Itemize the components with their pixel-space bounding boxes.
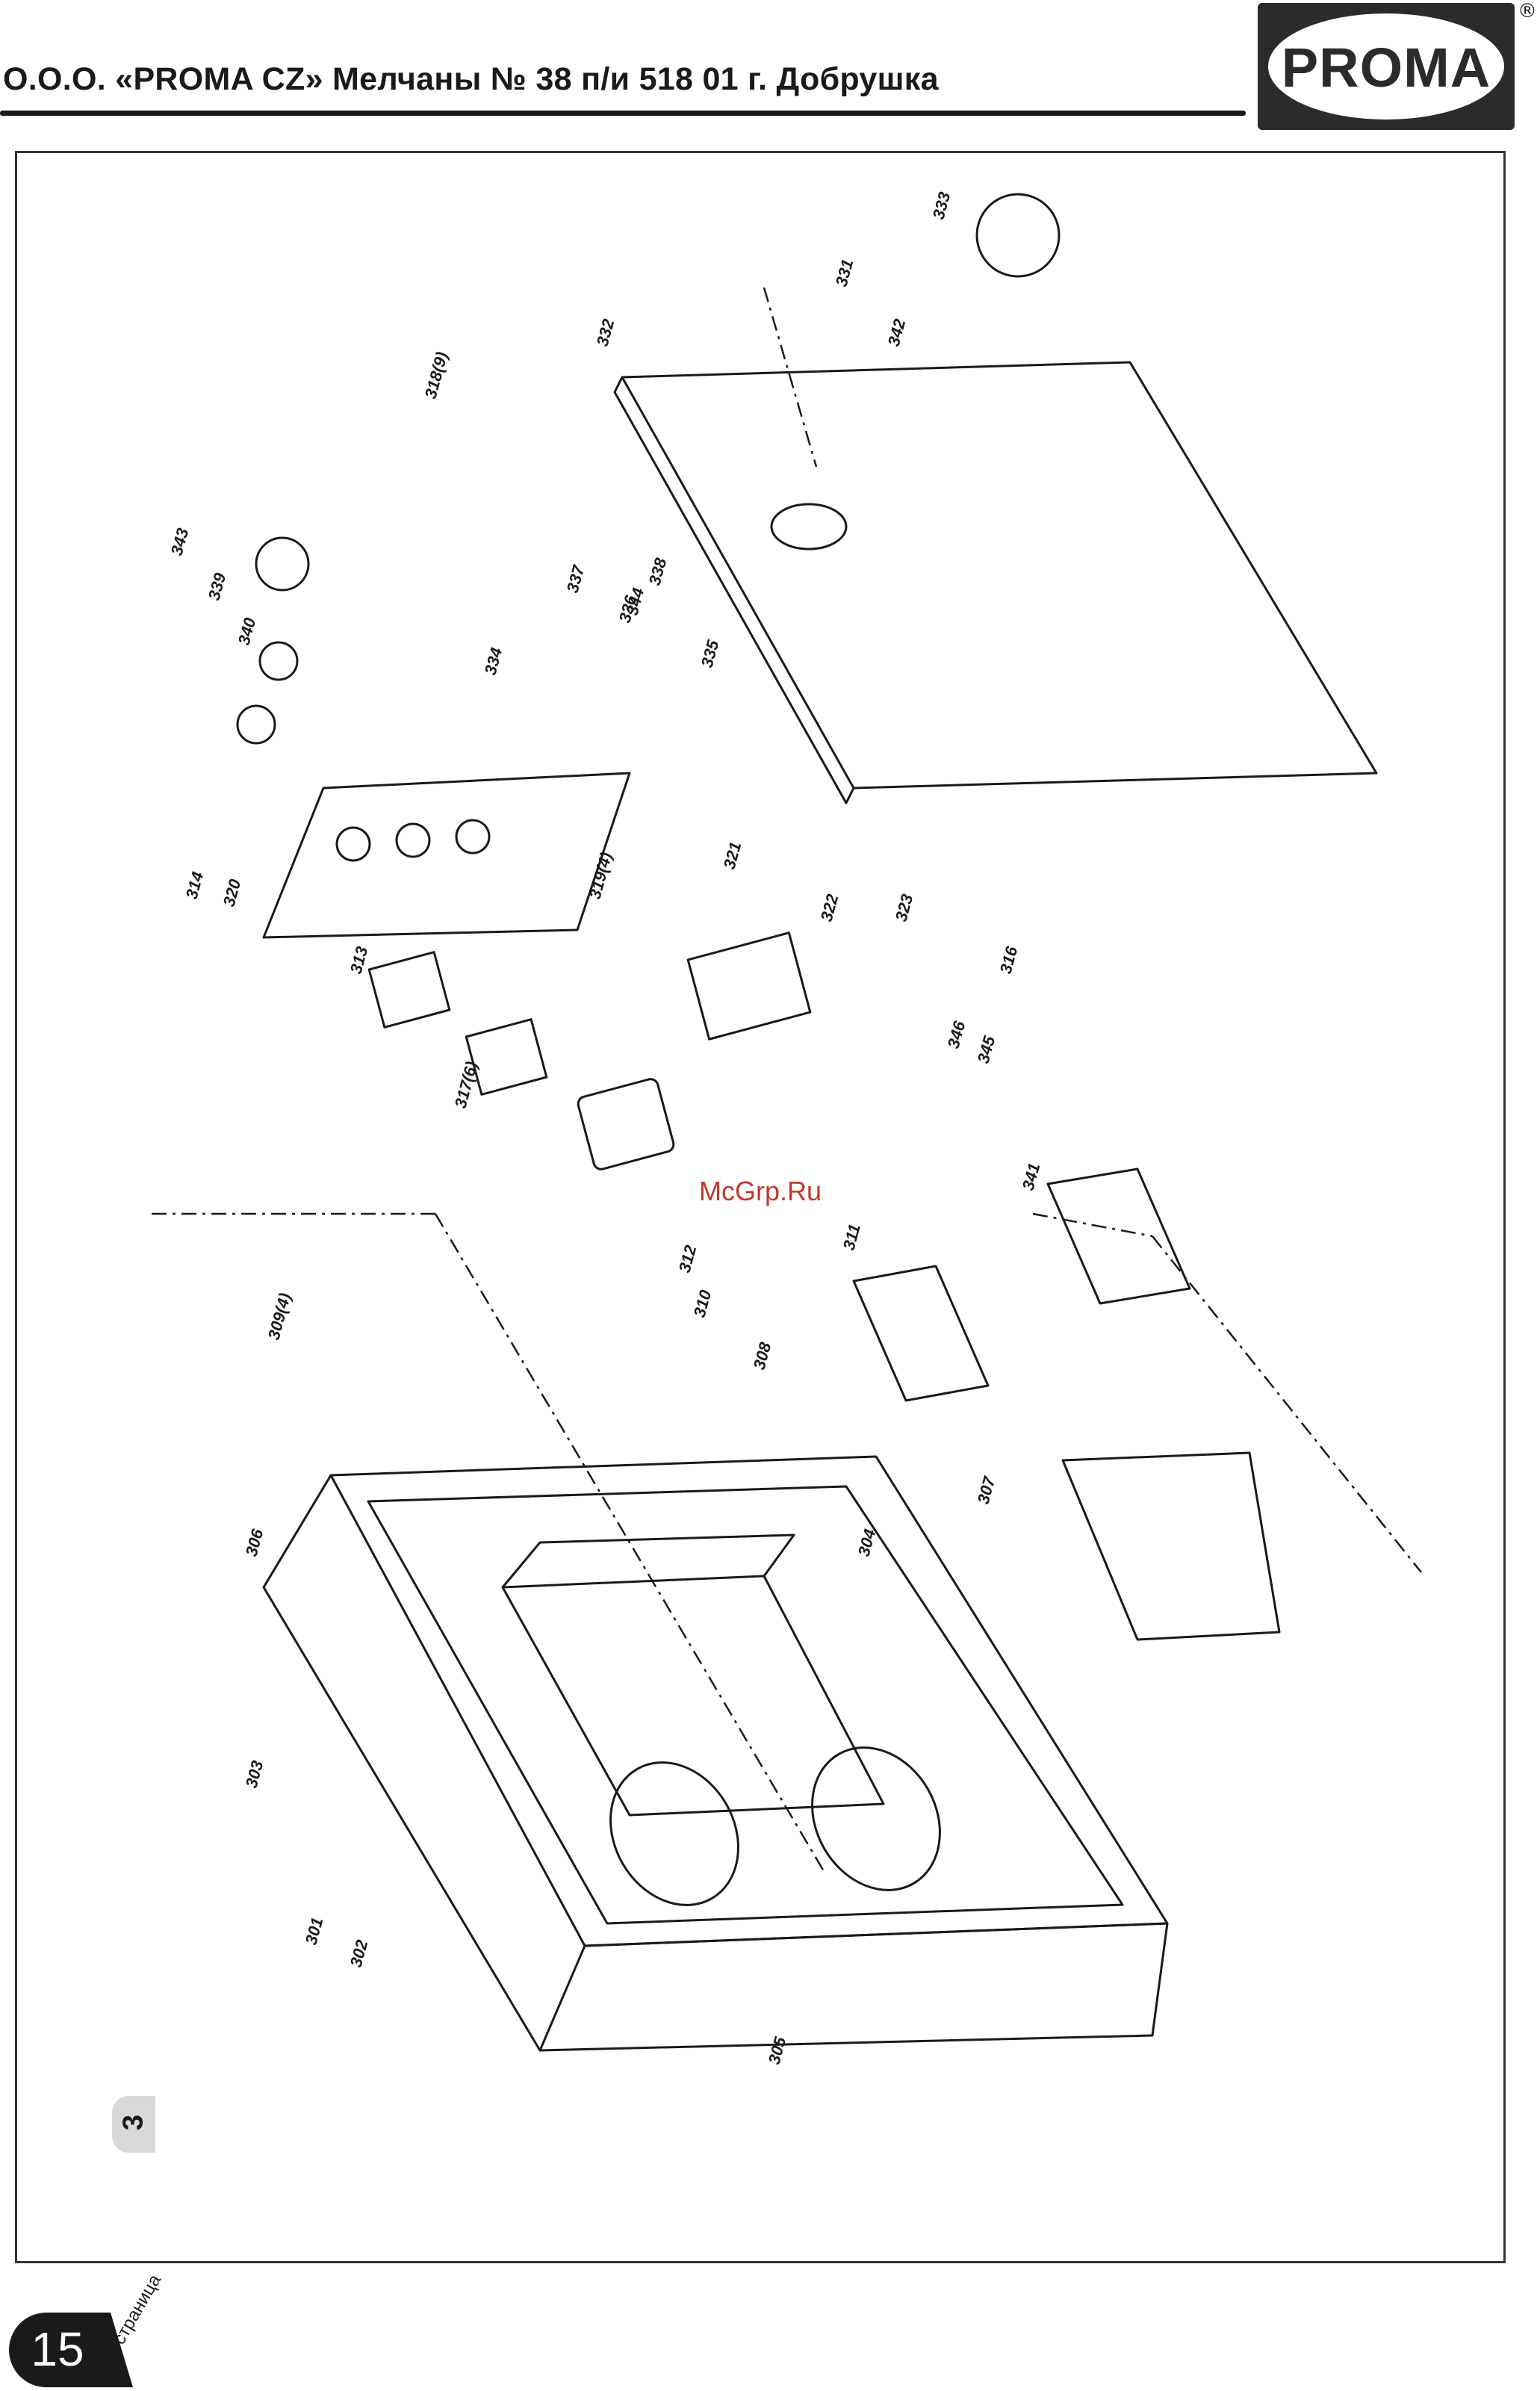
logo-oval: PROMA	[1268, 13, 1504, 120]
part-label: 344	[623, 586, 648, 617]
part-label: 321	[720, 840, 745, 871]
part-label: 334	[481, 645, 506, 677]
diagram-drawing: 301 302 303 304 305 306 307 308 309(4) 310 311 312 3…	[17, 153, 1508, 2266]
section-number: 3	[118, 2104, 150, 2142]
part-label: 317(6)	[451, 1059, 482, 1110]
part-label: 310	[690, 1288, 715, 1320]
motor-housing	[977, 194, 1059, 276]
speaker-hole-left	[586, 1739, 764, 1928]
relay-block	[577, 1077, 675, 1170]
switch-module-2	[466, 1020, 547, 1095]
part-label: 337	[563, 562, 589, 595]
assembly-line-5	[1033, 1214, 1152, 1236]
housing-top-edge	[331, 1457, 1167, 1946]
page-number: 15	[16, 2322, 99, 2377]
company-header: О.О.О. «PROMA CZ» Мелчаны № 38 п/и 518 0…	[3, 61, 939, 98]
section-tab: 3	[112, 2096, 155, 2153]
part-label: 331	[832, 257, 857, 288]
part-label: 311	[839, 1222, 864, 1252]
housing-front	[540, 1923, 1167, 2050]
page-badge: 15	[9, 2313, 111, 2387]
registered-mark: ®	[1518, 0, 1537, 22]
terminal-block	[688, 933, 810, 1039]
header-divider	[0, 111, 1246, 116]
panel-hole-3	[456, 820, 489, 853]
part-label: 341	[1019, 1161, 1044, 1192]
part-label: 339	[205, 571, 230, 603]
knob-ring-2	[237, 706, 275, 743]
part-label: 318(9)	[421, 350, 452, 400]
mounting-bracket	[1063, 1453, 1279, 1640]
part-label: 332	[593, 317, 618, 349]
part-label: 303	[242, 1758, 267, 1790]
circuit-board-2	[1048, 1169, 1190, 1303]
part-label: 304	[854, 1527, 880, 1558]
watermark: McGrp.Ru	[699, 1176, 822, 1207]
circuit-board-1	[854, 1266, 988, 1401]
part-label: 333	[929, 190, 954, 221]
part-label: 302	[347, 1938, 372, 1970]
assembly-line-2	[435, 1214, 824, 1871]
exploded-parts-diagram: 301 302 303 304 305 306 307 308 309(4) 310 311 312 3…	[15, 151, 1506, 2263]
front-panel	[264, 773, 630, 937]
part-label: 345	[974, 1034, 999, 1066]
part-label: 343	[167, 526, 193, 557]
rear-cover-edge	[615, 377, 854, 803]
part-label: 320	[220, 877, 245, 909]
speaker-hole-right	[787, 1724, 966, 1913]
logo-text: PROMA	[1268, 36, 1504, 99]
part-label: 346	[944, 1019, 969, 1051]
knob-large	[256, 538, 308, 590]
part-label: 322	[817, 892, 842, 924]
part-label: 308	[750, 1340, 775, 1372]
housing-left-side	[264, 1475, 585, 2050]
proma-logo: PROMA	[1258, 3, 1515, 130]
page-word: страница	[109, 2271, 166, 2348]
part-label: 306	[242, 1527, 267, 1559]
part-label: 323	[892, 892, 917, 923]
part-label: 342	[884, 317, 910, 349]
part-label: 319(4)	[586, 850, 616, 901]
cover-opening	[771, 504, 846, 549]
part-labels: 301 302 303 304 305 306 307 308 309(4) 310 311 312 3…	[167, 190, 1044, 2066]
panel-hole-2	[397, 824, 429, 857]
panel-hole-1	[337, 828, 370, 860]
part-label: 305	[765, 2035, 790, 2067]
transformer-top	[503, 1535, 794, 1587]
part-label: 338	[645, 556, 671, 588]
part-label: 340	[235, 615, 260, 648]
assembly-line-4	[1152, 1236, 1421, 1572]
knob-ring-1	[260, 642, 297, 680]
part-label: 312	[675, 1243, 701, 1275]
part-label: 314	[182, 869, 208, 901]
part-label: 316	[996, 944, 1022, 976]
part-label: 307	[974, 1474, 999, 1507]
part-label: 301	[302, 1915, 327, 1947]
part-label: 313	[347, 944, 372, 976]
part-label: 309(4)	[264, 1291, 295, 1342]
transformer-block	[503, 1576, 884, 1815]
assembly-line-3	[764, 288, 816, 467]
housing-inner-rim	[368, 1486, 1123, 1923]
rear-cover-plate	[622, 362, 1376, 788]
switch-module-1	[369, 952, 450, 1028]
part-label: 335	[698, 638, 723, 670]
